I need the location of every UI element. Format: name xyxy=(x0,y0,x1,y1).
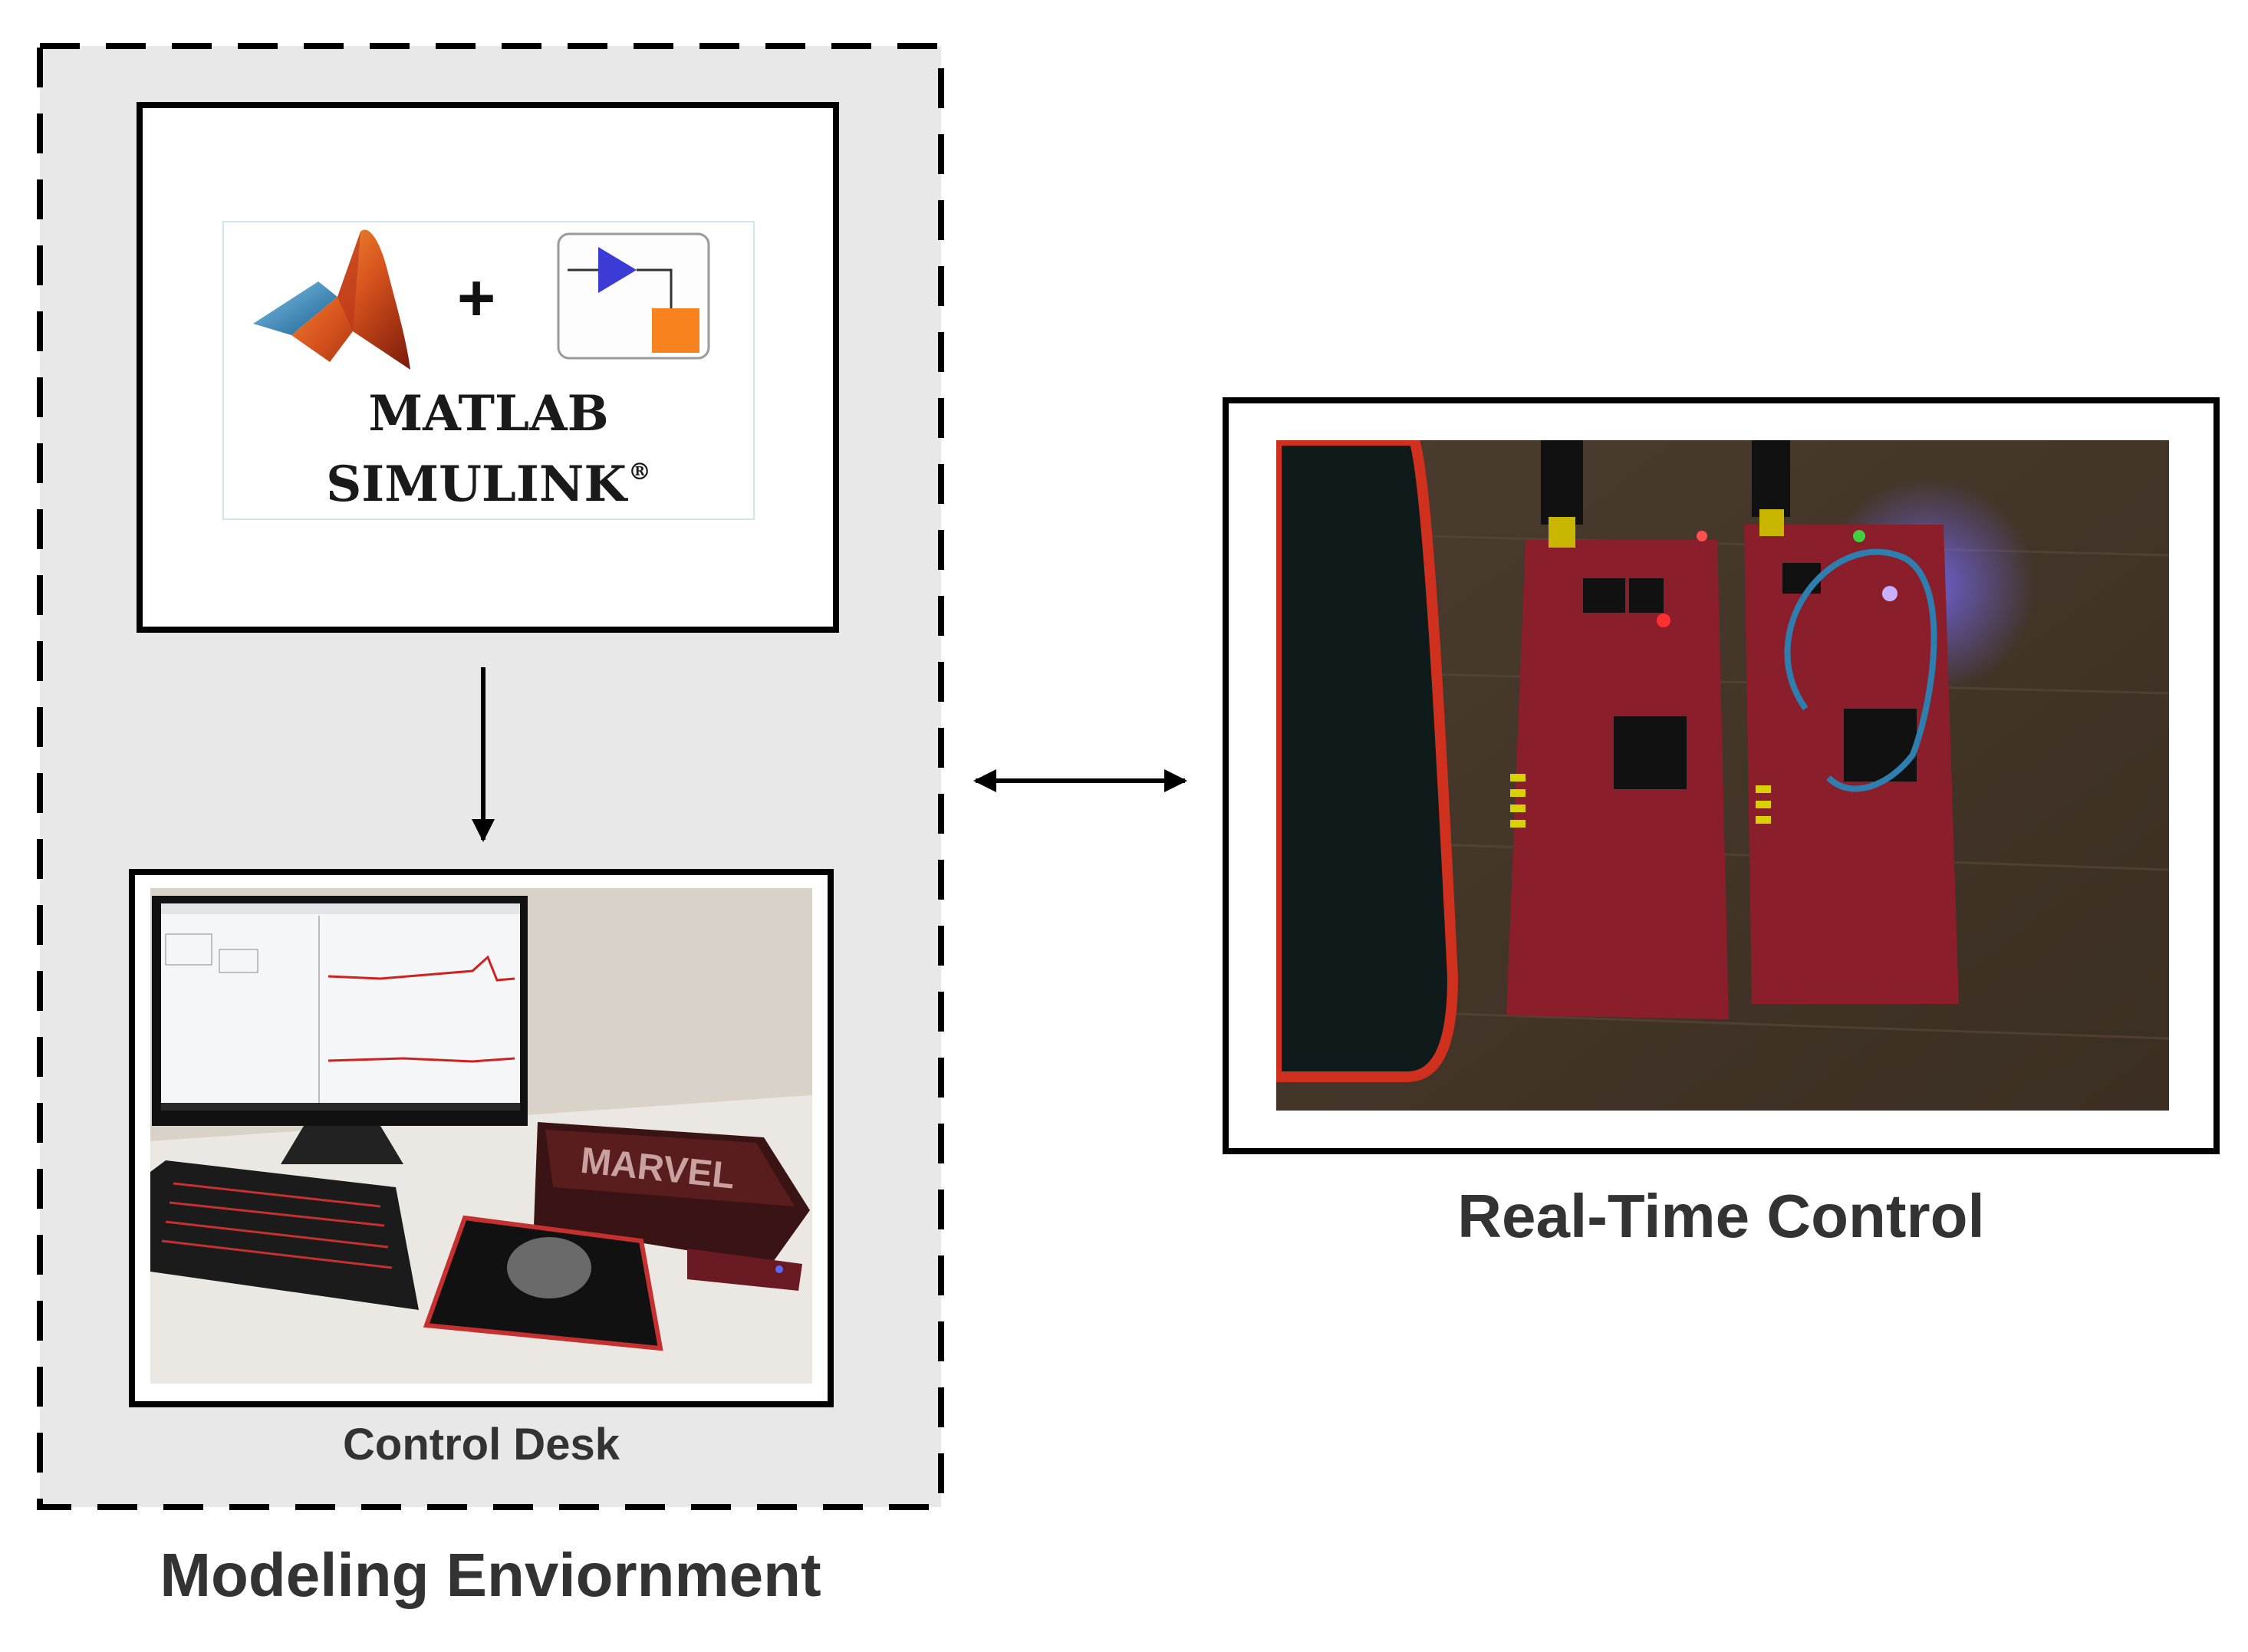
simulink-text: SIMULINK xyxy=(326,456,627,513)
simulink-block-icon xyxy=(557,232,710,360)
matlab-text: MATLAB xyxy=(368,385,609,443)
microcontroller-boards-illustration xyxy=(1276,440,2169,1111)
registered-mark: ® xyxy=(627,459,651,485)
modeling-environment-caption: Modeling Enviornment xyxy=(160,1541,821,1609)
plus-sign: + xyxy=(457,262,496,335)
real-time-control-caption: Real-Time Control xyxy=(1457,1182,1985,1250)
simulink-wordmark: SIMULINK® xyxy=(222,456,755,513)
matlab-wordmark: MATLAB xyxy=(222,385,755,443)
control-desk-caption: Control Desk xyxy=(343,1420,620,1469)
real-time-photo xyxy=(1276,440,2169,1111)
matlab-membrane-logo xyxy=(253,229,410,370)
control-desk-illustration: MARVEL xyxy=(150,888,812,1384)
control-desk-photo: MARVEL xyxy=(150,888,812,1384)
modeling-environment-border xyxy=(37,43,944,1510)
